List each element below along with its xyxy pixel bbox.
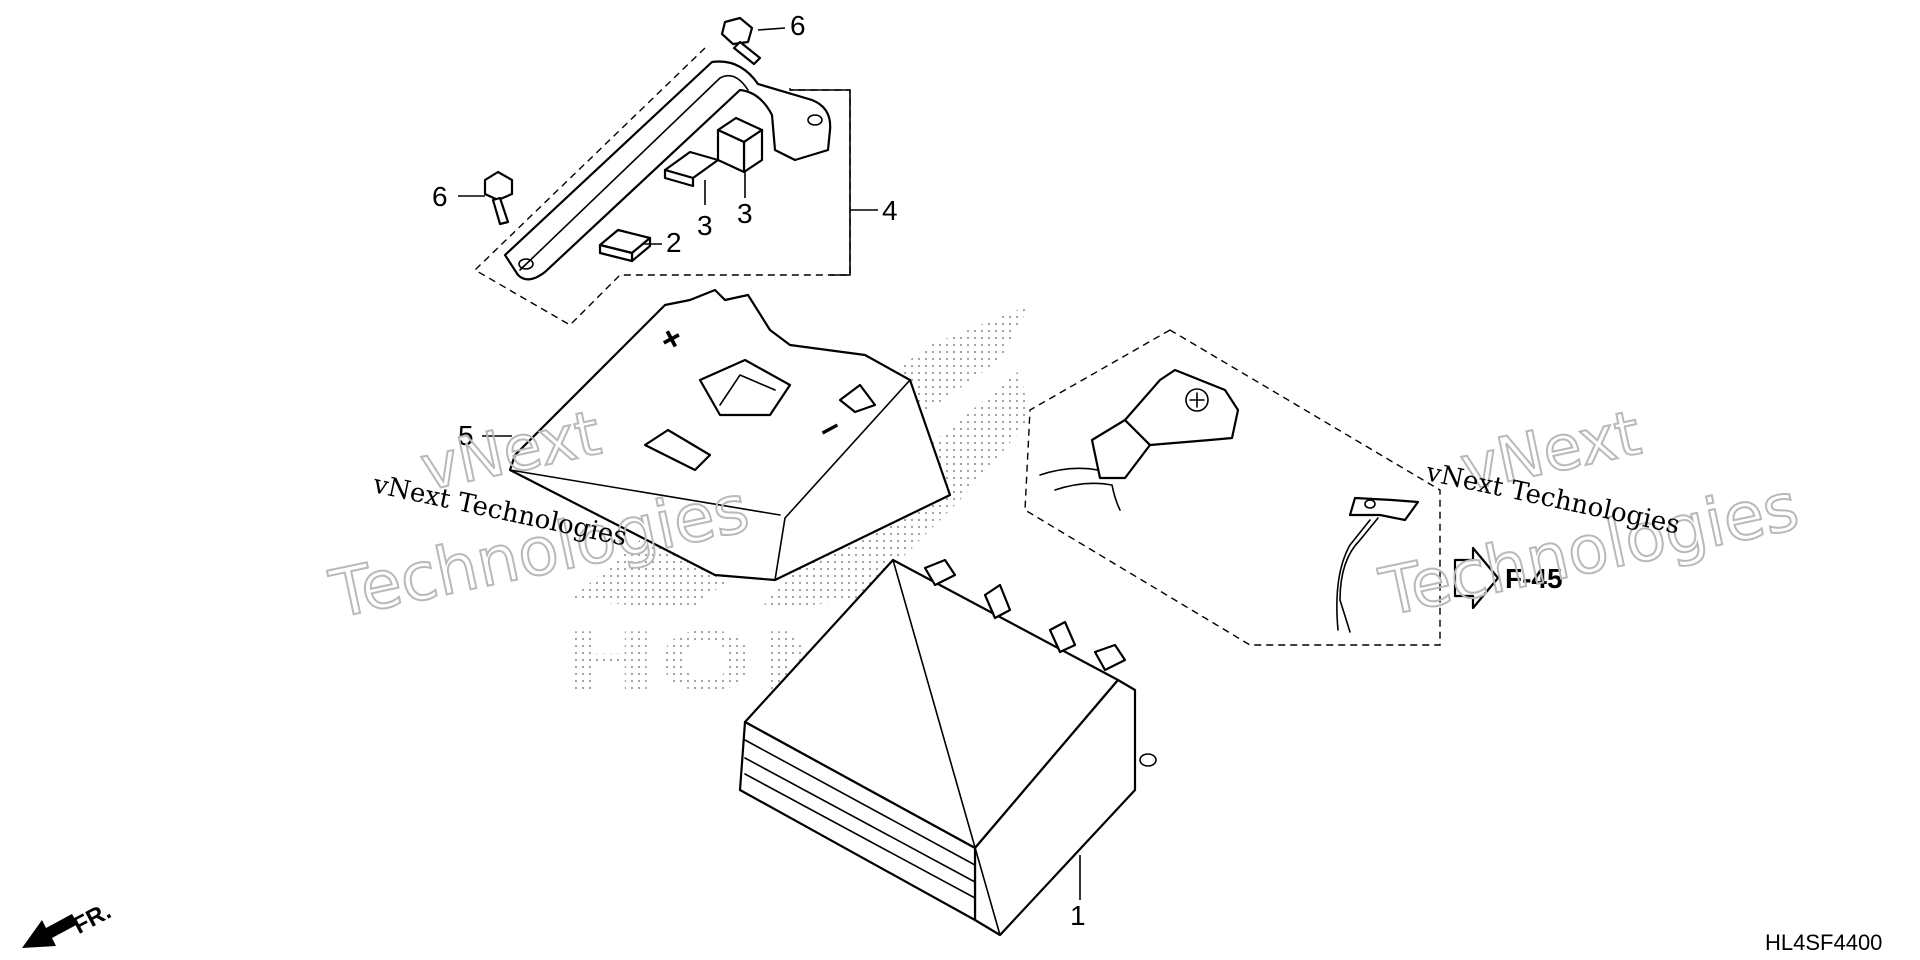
callout-2: 2: [666, 227, 682, 258]
flange-bolt-left: [483, 170, 514, 226]
rubber-pad-3-upper: [716, 116, 764, 174]
cable-group-outline: [1024, 329, 1441, 646]
reference-link-f45[interactable]: F-45: [1505, 563, 1563, 594]
callout-3-upper: 3: [737, 198, 753, 229]
callout-6-top: 6: [790, 10, 806, 41]
rubber-pad-3-lower: [663, 150, 720, 188]
negative-cable: [1336, 496, 1420, 633]
callout-3-lower: 3: [697, 210, 713, 241]
callout-4: 4: [882, 195, 898, 226]
callout-1: 1: [1070, 900, 1086, 931]
battery: [738, 558, 1157, 937]
front-marker: FR.: [69, 898, 116, 940]
flange-bolt-top: [720, 16, 762, 66]
positive-cable: [1039, 368, 1240, 511]
callout-5: 5: [458, 420, 474, 451]
rubber-pad-2: [598, 228, 652, 263]
battery-hold-bracket: [503, 60, 832, 281]
diagram-code: HL4SF4400: [1765, 930, 1882, 955]
front-arrow: FR.: [22, 898, 116, 948]
leader-6-top: [757, 27, 786, 31]
callout-6-left: 6: [432, 181, 448, 212]
reference-arrow[interactable]: F-45: [1453, 546, 1563, 610]
watermark-right: vNext Technologies vNext Technologies: [1372, 395, 1806, 633]
battery-cover: [508, 288, 952, 582]
